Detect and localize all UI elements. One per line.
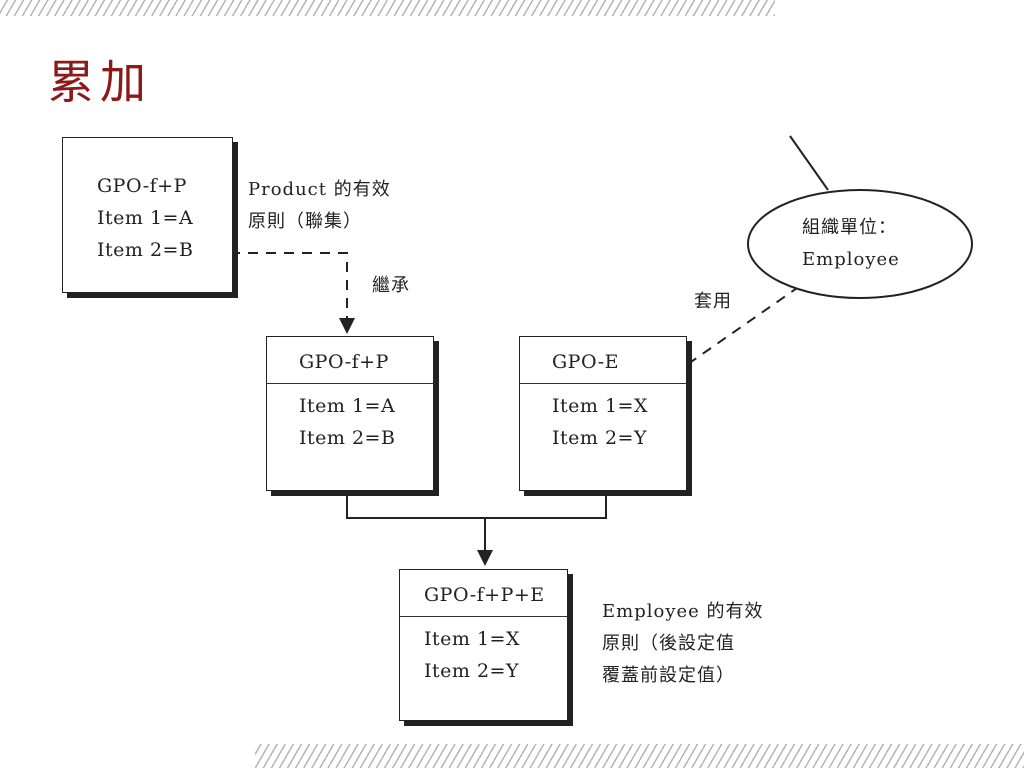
box-employee-policy: GPO-E Item 1=X Item 2=Y — [519, 336, 687, 491]
label-result-line2: 原則（後設定值 — [602, 633, 735, 654]
box-product-item1: Item 1=A — [97, 207, 194, 229]
org-unit-line1: 組織單位： — [802, 217, 897, 238]
box-result-policy: GPO-f+P+E Item 1=X Item 2=Y — [399, 569, 568, 721]
org-unit-line2: Employee — [802, 249, 900, 270]
ellipse-top-line — [789, 135, 829, 191]
org-unit-ellipse — [747, 189, 973, 299]
label-result-line3: 覆蓋前設定值） — [602, 665, 735, 686]
box-inherited-item1: Item 1=A — [299, 395, 396, 417]
label-result-effective: Employee 的有效 原則（後設定值 覆蓋前設定值） — [602, 596, 764, 692]
label-apply: 套用 — [694, 291, 732, 312]
box-inherited-title: GPO-f+P — [267, 337, 433, 384]
label-result-line1: Employee 的有效 — [602, 601, 764, 622]
slide-title: 累加 — [48, 55, 152, 109]
box-employee-item1: Item 1=X — [552, 395, 648, 417]
label-product-line1: Product 的有效 — [248, 179, 391, 200]
inherit-dashed-line — [230, 252, 348, 322]
box-result-title: GPO-f+P+E — [400, 570, 567, 617]
box-result-item2: Item 2=Y — [424, 660, 519, 682]
label-product-effective: Product 的有效 原則（聯集） — [248, 174, 391, 238]
org-unit-text: 組織單位： Employee — [802, 212, 900, 276]
box-product-policy: GPO-f+P Item 1=A Item 2=B — [62, 137, 233, 293]
label-inherit: 繼承 — [372, 275, 410, 296]
box-product-title: GPO-f+P — [97, 175, 187, 197]
apply-dashed-line — [687, 285, 801, 365]
merge-arrowhead — [477, 550, 493, 566]
box-inherited-item2: Item 2=B — [299, 427, 396, 449]
bottom-hatch-decoration — [255, 744, 1024, 768]
box-employee-item2: Item 2=Y — [552, 427, 647, 449]
box-product-item2: Item 2=B — [97, 239, 194, 261]
inherit-arrowhead — [339, 318, 355, 334]
merge-connector — [346, 490, 607, 519]
box-result-item1: Item 1=X — [424, 628, 520, 650]
top-hatch-decoration — [0, 0, 775, 16]
box-inherited-policy: GPO-f+P Item 1=A Item 2=B — [266, 336, 434, 491]
label-product-line2: 原則（聯集） — [248, 211, 362, 232]
box-employee-title: GPO-E — [520, 337, 686, 384]
